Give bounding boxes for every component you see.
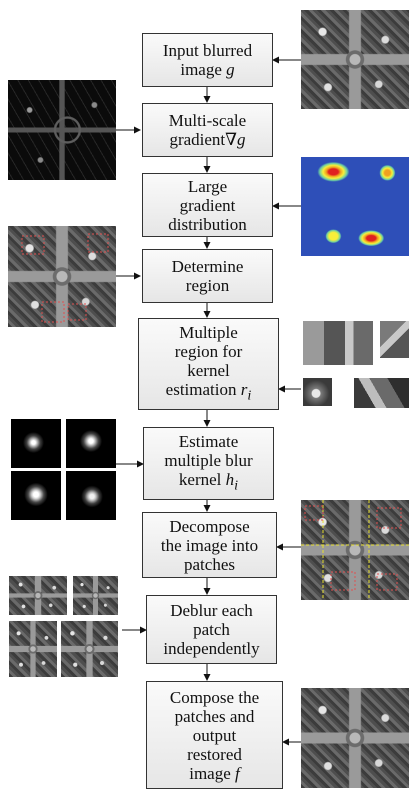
step-input-blurred-image: Input blurred image g	[142, 33, 273, 87]
decomposed-patches-image	[301, 500, 409, 600]
step-large-gradient-distribution: Large gradient distribution	[142, 173, 273, 237]
step-label: Large gradient distribution	[168, 176, 247, 234]
region-box	[87, 233, 109, 253]
blur-kernel-2	[66, 419, 116, 468]
blur-kernel-3	[11, 471, 61, 520]
blur-kernel-4	[66, 471, 116, 520]
region-box	[330, 571, 356, 591]
step-label: Compose the patches and output restored …	[169, 687, 260, 783]
region-box	[41, 301, 65, 323]
patch-2	[73, 576, 118, 615]
step-decompose-image: Decompose the image into patches	[142, 512, 277, 578]
region-crop-1	[303, 321, 373, 365]
step-label: Determine region	[171, 257, 244, 295]
step-label: Multi-scale gradient∇g	[168, 111, 247, 149]
step-label: Deblur each patch independently	[163, 601, 260, 658]
gradient-distribution-heatmap	[301, 157, 409, 256]
region-crop-3	[303, 378, 332, 406]
gradient-image	[8, 80, 116, 180]
patch-3	[9, 621, 57, 677]
step-estimate-blur-kernel: Estimate multiple blur kernel hi	[143, 427, 274, 500]
step-multi-scale-gradient: Multi-scale gradient∇g	[142, 103, 273, 157]
step-determine-region: Determine region	[142, 249, 273, 303]
restored-output-image	[301, 688, 409, 788]
blur-kernel-1	[11, 419, 61, 468]
step-label: Multiple region for kernel estimation ri	[165, 322, 252, 404]
determined-region-image	[8, 226, 116, 327]
step-label: Decompose the image into patches	[160, 516, 259, 574]
patch-1	[9, 576, 67, 615]
step-multiple-region: Multiple region for kernel estimation ri	[138, 318, 279, 410]
step-label: Estimate multiple blur kernel hi	[164, 431, 253, 494]
patch-4	[61, 621, 118, 677]
step-label: Input blurred image g	[162, 41, 253, 79]
step-compose-output: Compose the patches and output restored …	[146, 681, 283, 789]
region-crop-4	[354, 378, 409, 408]
region-box	[376, 507, 402, 529]
region-box	[376, 573, 398, 591]
input-blurred-image	[301, 10, 409, 109]
region-box	[67, 303, 87, 321]
region-crop-2	[380, 321, 409, 358]
step-deblur-patches: Deblur each patch independently	[146, 595, 277, 664]
region-box	[304, 505, 324, 521]
